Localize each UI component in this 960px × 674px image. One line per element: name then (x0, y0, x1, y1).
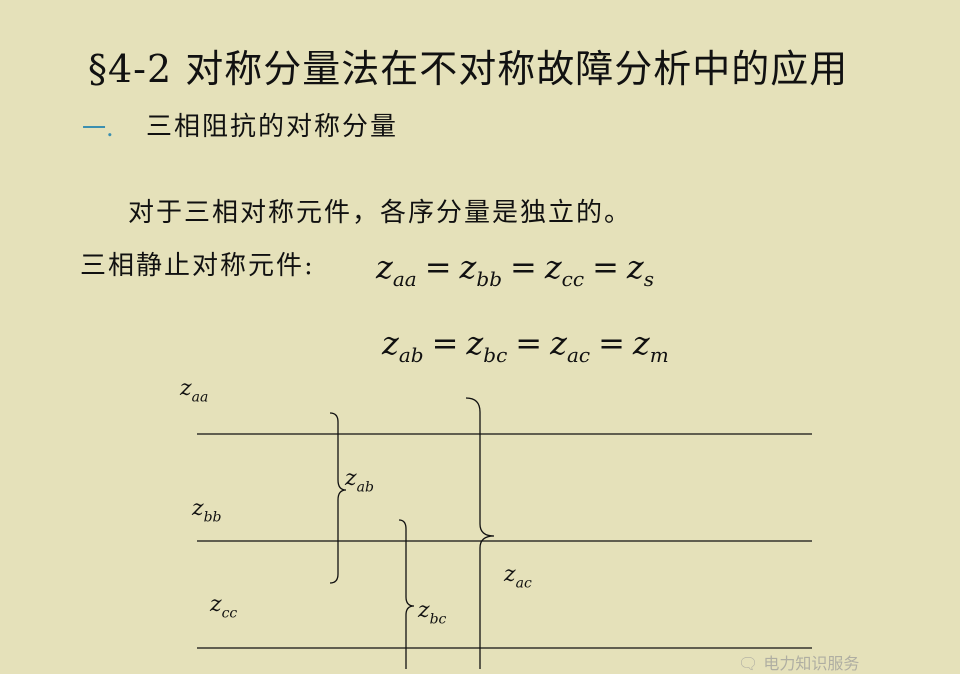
equation-self-impedance: zaa=zbb=zcc=zs (376, 248, 655, 291)
section-number: 一. (82, 114, 114, 142)
label-zbb: zbb (192, 496, 222, 526)
label-zab: zab (345, 466, 374, 496)
page-title: §4-2 对称分量法在不对称故障分析中的应用 (88, 47, 849, 91)
label-zcc: zcc (210, 592, 238, 622)
watermark: 🗨 电力知识服务 (738, 654, 860, 673)
section-heading: 三相阻抗的对称分量 (146, 112, 399, 142)
static-element-label: 三相静止对称元件: (80, 251, 315, 281)
equation-mutual-impedance: zab=zbc=zac=zm (382, 324, 669, 367)
label-zaa: zaa (180, 376, 209, 406)
label-zbc: zbc (418, 598, 447, 628)
brace-ab (329, 412, 347, 584)
body-text: 对于三相对称元件，各序分量是独立的。 (128, 198, 633, 228)
brace-bc (398, 519, 415, 669)
brace-ac (465, 397, 495, 669)
label-zac: zac (504, 562, 532, 592)
